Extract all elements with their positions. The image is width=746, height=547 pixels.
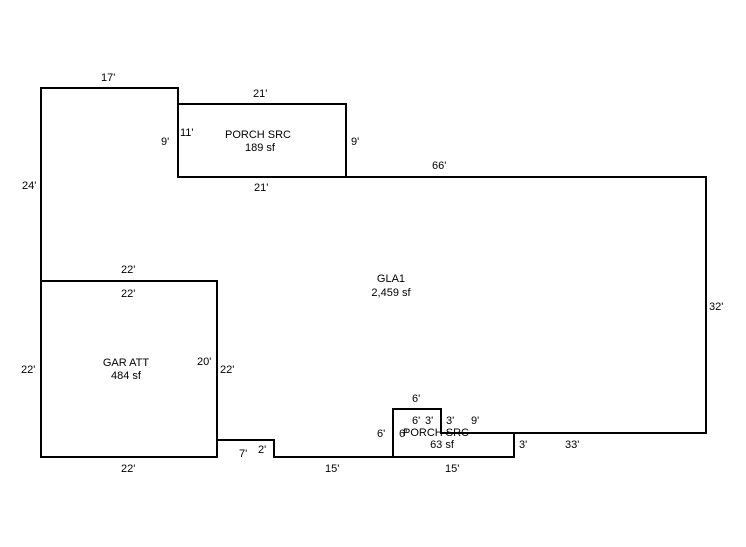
dim-garage-top-inner: 22' <box>121 288 135 300</box>
dim-garage-left: 22' <box>21 364 35 376</box>
dim-porch-bottom-left-inner: 6' <box>399 428 407 440</box>
dim-house-left-upper: 24' <box>22 180 36 192</box>
garage-outline <box>40 280 218 458</box>
dim-garage-bottom: 22' <box>121 463 135 475</box>
dim-porch-bottom-step-a: 3' <box>425 415 433 427</box>
dim-garage-right-outer: 22' <box>220 364 234 376</box>
dim-porch-top-left: 11' <box>180 127 194 139</box>
dim-porch-bottom-left-outer: 6' <box>377 428 385 440</box>
porch-top-outline <box>177 103 347 178</box>
gla-outline <box>40 87 707 458</box>
dim-bottom-mid: 15' <box>325 463 339 475</box>
porch-bottom-outline <box>392 408 515 458</box>
dim-porch-bottom-top-inner: 6' <box>412 415 420 427</box>
dim-house-right: 32' <box>709 301 723 313</box>
porch-bottom-name: PORCH SRC <box>403 427 469 439</box>
dim-house-bottom-right: 33' <box>565 439 579 451</box>
gla-name: GLA1 <box>377 273 405 285</box>
garage-name: GAR ATT <box>103 357 150 369</box>
dim-porch-top-bottom: 21' <box>254 182 268 194</box>
dim-step-vertical: 2' <box>258 444 266 456</box>
dim-porch-bottom-bottom: 15' <box>445 463 459 475</box>
dim-porch-bottom-step-b: 3' <box>446 415 454 427</box>
dim-porch-bottom-top: 6' <box>412 393 420 405</box>
porch-top-name: PORCH SRC <box>225 129 291 141</box>
porch-bottom-size: 63 sf <box>430 439 455 451</box>
dim-notch-right: 3' <box>519 439 527 451</box>
dim-porch-bottom-step-c: 9' <box>471 415 479 427</box>
dim-porch-top-top: 21' <box>253 88 267 100</box>
garage-size: 484 sf <box>111 370 142 382</box>
dim-porch-top-right: 9' <box>351 136 359 148</box>
dim-step-horizontal: 7' <box>239 448 247 460</box>
dim-garage-top-outer: 22' <box>121 264 135 276</box>
gla-size: 2,459 sf <box>371 287 411 299</box>
dim-garage-right-inner: 20' <box>197 356 211 368</box>
dim-house-left-inner: 9' <box>161 136 169 148</box>
dim-house-top-left: 17' <box>101 72 115 84</box>
dim-house-top-long: 66' <box>432 160 446 172</box>
porch-top-size: 189 sf <box>245 142 276 154</box>
